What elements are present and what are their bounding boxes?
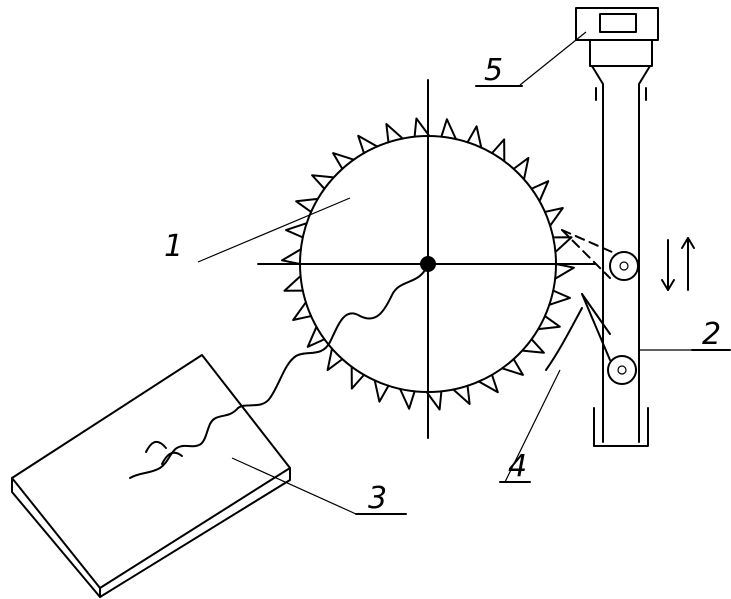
motion-arrows xyxy=(661,237,695,291)
saw-tooth xyxy=(306,325,326,348)
curved-guide xyxy=(545,307,583,371)
label-1: 1 xyxy=(164,229,183,264)
saw-tooth xyxy=(466,125,483,149)
saw-tooth xyxy=(425,390,443,411)
label-2: 2 xyxy=(702,317,721,352)
saw-tooth xyxy=(548,289,572,306)
leader-lines xyxy=(197,31,731,515)
saw-tooth xyxy=(413,117,431,138)
plate xyxy=(11,354,291,598)
saw-tooth xyxy=(373,379,390,403)
saw-tooth xyxy=(332,152,355,170)
saw-tooth xyxy=(477,373,499,394)
saw-tooth xyxy=(283,275,304,292)
saw-tooth xyxy=(326,347,344,372)
saw-tooth xyxy=(284,222,308,239)
saw-tooth xyxy=(385,123,404,144)
saw-tooth xyxy=(440,118,457,141)
saw-tooth xyxy=(311,174,335,190)
saw-tooth xyxy=(537,315,561,331)
drive-mount xyxy=(589,39,653,67)
saw-tooth xyxy=(512,156,530,181)
lower-roller xyxy=(581,293,637,385)
saw-tooth xyxy=(491,138,506,163)
saw-tooth xyxy=(357,134,379,155)
saw-tooth xyxy=(552,236,573,253)
saw-tooth xyxy=(452,384,471,405)
saw-tooth xyxy=(350,365,365,390)
saw-tooth xyxy=(530,180,550,203)
label-3: 3 xyxy=(368,481,387,516)
saw-tooth xyxy=(501,358,524,376)
saw-teeth xyxy=(281,117,575,411)
saw-tooth xyxy=(521,338,545,354)
saw-tooth xyxy=(399,387,416,410)
drive-window xyxy=(599,13,637,33)
saw-tooth xyxy=(292,301,313,322)
drive-unit xyxy=(575,7,659,41)
upper-roller xyxy=(561,229,639,281)
flexible-cable xyxy=(237,263,429,409)
saw-tooth xyxy=(295,197,319,213)
label-4: 4 xyxy=(508,449,527,484)
label-5: 5 xyxy=(484,53,503,88)
vertical-rail xyxy=(575,7,659,447)
saw-tooth xyxy=(554,263,575,280)
saw-tooth xyxy=(543,206,564,227)
saw-tooth xyxy=(281,248,302,265)
